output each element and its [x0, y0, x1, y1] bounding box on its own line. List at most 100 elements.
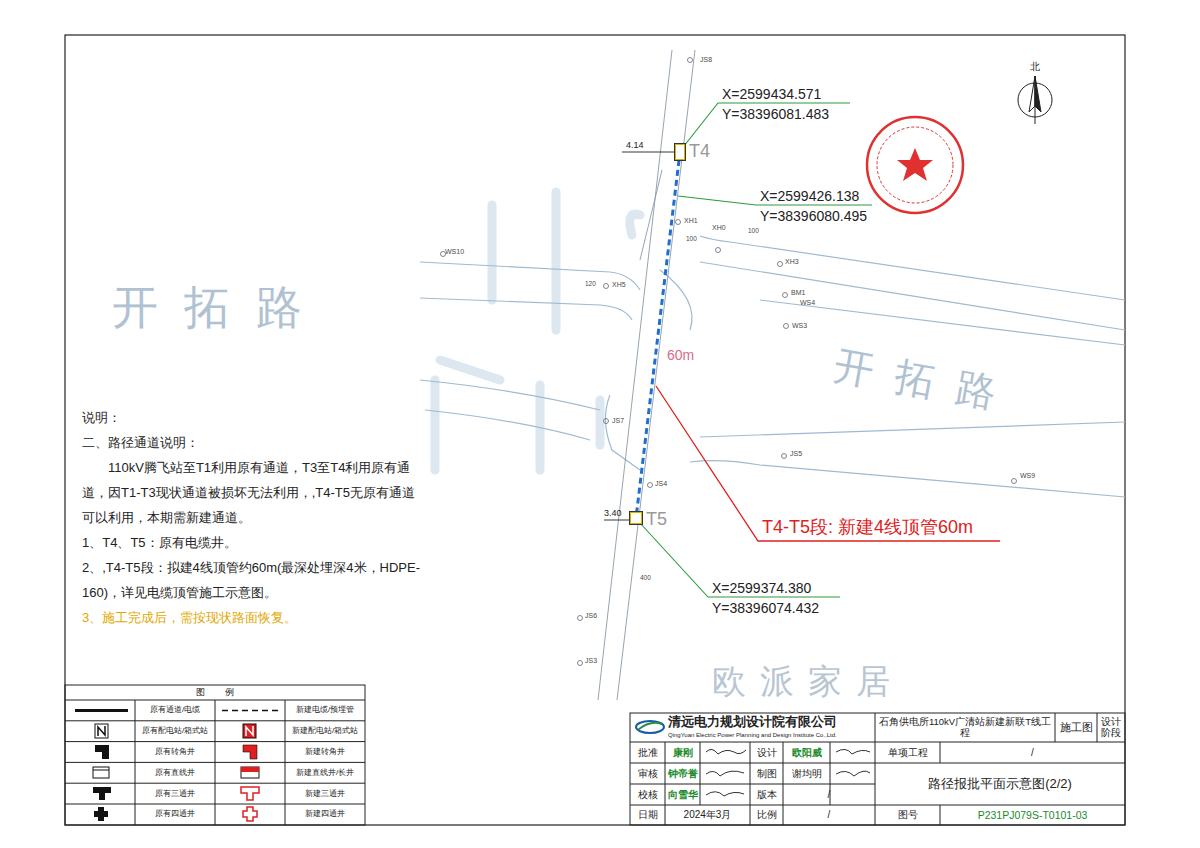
page-border: [65, 35, 1125, 825]
edge-label: 60m: [667, 348, 694, 362]
survey-point: [604, 284, 609, 289]
legend-sample: [98, 726, 105, 736]
cell-text: /: [1031, 747, 1034, 759]
cell-text: 审核: [638, 768, 658, 780]
note-text: 2、,T4-T5段：拟建4线顶管约60m(最深处埋深4米，HDPE-160)，详…: [82, 555, 427, 605]
road-edge: [420, 380, 600, 410]
well-label: T5: [646, 510, 667, 528]
map-label: Y=38396074.432: [712, 601, 819, 615]
leader-line: [684, 103, 850, 146]
elevation-leader: [622, 152, 674, 153]
note-text: 110kV腾飞站至T1利用原有通道，T3至T4利用原有通道，因T1-T3现状通道…: [82, 455, 427, 530]
map-label: JS5: [790, 450, 802, 457]
survey-point: [676, 220, 681, 225]
legend-text: 新建配电站/箱式站: [285, 721, 365, 742]
cell-text: P231PJ079S-T0101-03: [978, 809, 1088, 821]
official-stamp: [867, 117, 963, 213]
map-label: JS7: [612, 417, 624, 424]
legend-sample: [75, 710, 278, 821]
survey-point: [783, 293, 788, 298]
title-block-grid: [630, 742, 1125, 743]
cell-text: 2024年3月: [684, 809, 732, 821]
survey-point: [441, 252, 446, 257]
survey-line: [598, 50, 672, 700]
legend-frame: [135, 700, 136, 825]
well-label: T4: [689, 142, 710, 160]
cable-well: T5: [630, 512, 642, 524]
pale-road-shape: [435, 192, 640, 470]
jacking-pipe-route: [637, 160, 679, 512]
map-label: XH0: [712, 224, 726, 231]
company-logo: [638, 723, 662, 730]
pale-road-shape: [552, 192, 561, 330]
official-stamp: [877, 127, 953, 203]
map-label: X=2599374.380: [712, 581, 811, 595]
map-label: WS9: [1020, 472, 1035, 479]
table-cell: 比例: [750, 805, 783, 825]
legend-sample: [222, 710, 278, 712]
table-cell: 向雪华: [665, 784, 700, 805]
road-edge: [690, 461, 1125, 497]
cell-text: /: [828, 809, 831, 821]
map-label: 120: [585, 281, 596, 288]
cable-well: T4: [675, 144, 685, 160]
legend-sample: [94, 807, 108, 821]
signature: [706, 792, 744, 796]
road-edge: [700, 262, 1125, 330]
table-cell: /: [783, 805, 875, 825]
map-label: Y=38396081.483: [722, 107, 829, 121]
map-label: 开拓路: [112, 284, 328, 330]
legend-text: 原有通道/电缆: [135, 700, 215, 721]
table-cell: 版本: [750, 784, 783, 805]
table-cell: 制图: [750, 763, 783, 784]
north-arrow: [1018, 76, 1052, 124]
pale-road-shape: [488, 205, 497, 300]
legend-sample: [93, 787, 111, 800]
cell-text: 施工图: [1060, 721, 1093, 734]
table-cell: /: [783, 784, 875, 805]
legend-text: 新建转角井: [285, 742, 365, 763]
legend-sample: [243, 724, 256, 738]
legend-sample: [243, 745, 257, 759]
title-block-grid: [630, 713, 1125, 825]
legend-text: 原有转角井: [135, 742, 215, 763]
signature: [836, 749, 870, 754]
map-label: 4.14: [626, 141, 644, 150]
legend-text: 新建电缆/预埋管: [285, 700, 365, 721]
map-label: WS4: [800, 299, 815, 306]
legend-sample: [93, 767, 109, 778]
map-label: JS8: [700, 56, 712, 63]
callout-leader: [656, 386, 1000, 541]
legend-text: 新建直线井/长井: [285, 762, 365, 783]
survey-line: [617, 50, 695, 700]
cell-text: 版本: [757, 789, 777, 801]
title-block-grid: [940, 805, 941, 825]
survey-point: [778, 262, 783, 267]
cell-text: 比例: [757, 809, 777, 821]
map-label: 清远电力规划设计院有限公司: [668, 716, 837, 729]
map-label: 开拓路: [831, 345, 1021, 417]
survey-point: [604, 419, 609, 424]
signature: [706, 771, 744, 776]
title-block-grid: [783, 742, 784, 825]
title-block-grid: [630, 713, 1125, 825]
map-label: XH1: [684, 217, 698, 224]
map-label: JS4: [655, 480, 667, 487]
road-edge: [425, 410, 590, 440]
map-label: WS3: [792, 322, 807, 329]
cell-text: 批准: [638, 747, 658, 759]
title-block-grid: [940, 742, 941, 763]
map-label: X=2599426.138: [760, 189, 859, 203]
table-cell: 图例: [65, 685, 365, 700]
legend-text: 原有配电站/箱式站: [135, 721, 215, 742]
table-cell: 图号: [875, 805, 940, 825]
cell-text: 制图: [757, 768, 777, 780]
road-edge: [420, 298, 632, 320]
note-text: 1、T4、T5：原有电缆井。: [82, 530, 427, 555]
title-block-grid: [630, 763, 1125, 764]
title-block-grid: [630, 784, 875, 785]
cell-text: 设计: [757, 747, 777, 759]
pale-road-shape: [440, 360, 500, 380]
cell-text: 校核: [638, 789, 658, 801]
